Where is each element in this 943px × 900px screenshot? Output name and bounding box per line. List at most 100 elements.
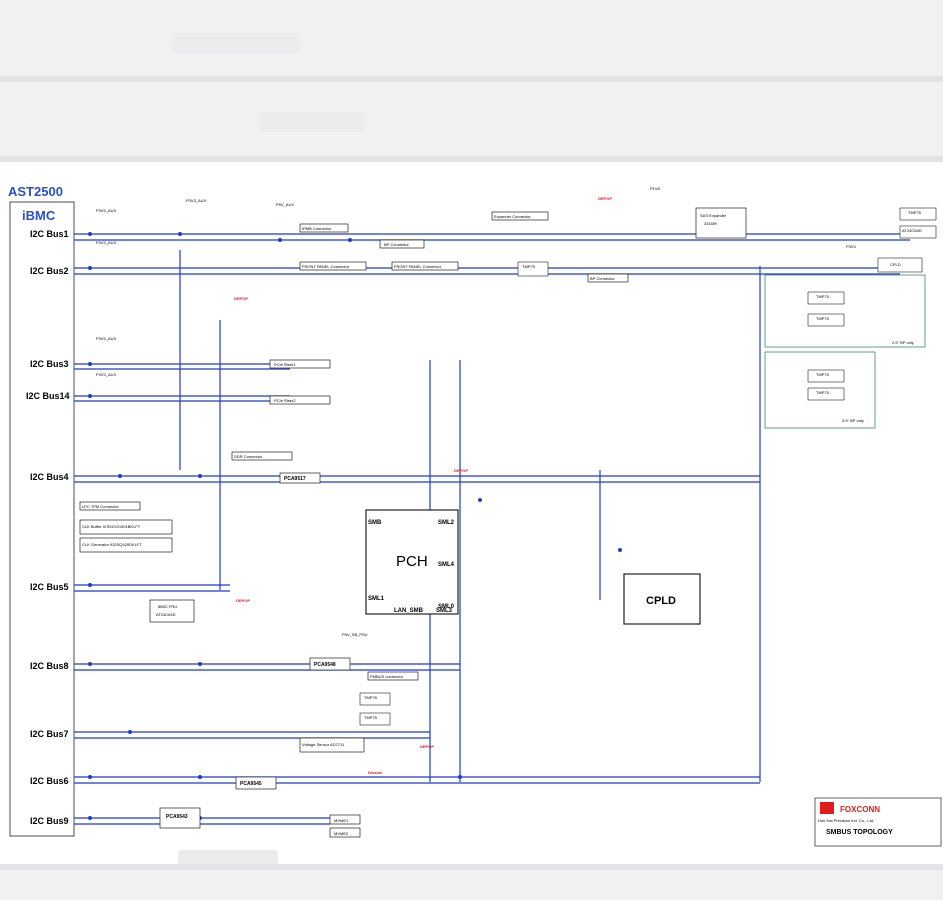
bp-connector-box-2 <box>587 273 629 283</box>
bus-label-3: I2C Bus3 <box>30 359 69 369</box>
bus-label-4: I2C Bus4 <box>30 472 69 482</box>
sas-expander-box <box>695 207 747 239</box>
bus-label-1: I2C Bus1 <box>30 229 69 239</box>
pch-port-lan-smb: LAN_SMB <box>394 608 424 614</box>
bmc-controller-label: iBMC <box>22 208 56 223</box>
depop-marker-4: DEPOP <box>236 598 250 603</box>
lpc-tpm-label: LPC TPM Connector <box>82 504 119 509</box>
tmp75-box-3 <box>807 291 845 305</box>
bp-35-label: 3.5" BP only <box>842 418 864 423</box>
bus-lines <box>74 233 910 825</box>
pca9517-box <box>279 472 321 484</box>
pch-port-sml4: SML4 <box>438 562 455 568</box>
clk-buffer-box <box>79 519 173 535</box>
pch-port-smb: SMB <box>368 520 382 526</box>
pmbus-connector-box <box>367 671 419 681</box>
pcie-riser2-label: PCIe Riser2 <box>274 398 296 403</box>
header-band-2 <box>0 82 943 156</box>
smbus-topology-diagram: AST2500 iBMC I2C Bus1 I2C Bus2 I2C Bus3 … <box>8 184 942 847</box>
foxconn-logo <box>820 802 834 814</box>
pch-port-sml1: SML1 <box>368 596 385 602</box>
rail-label-bus2: P3V3_AUX <box>96 240 117 245</box>
title-block <box>814 797 942 847</box>
junction-dots <box>88 232 622 820</box>
tmp75-box-2 <box>899 207 937 221</box>
bp-25-label: 2.5" BP only <box>892 340 914 345</box>
mvme2-box <box>329 827 361 838</box>
pch-port-sml3: SML3 <box>436 608 453 614</box>
header-placeholder-2 <box>260 112 364 132</box>
pcie-riser1-box <box>269 359 331 369</box>
pch-port-sml0: SML0 <box>438 604 455 610</box>
rail-label-bus3: P3V3_AUX <box>96 336 117 341</box>
company-subtitle: Hon Hai Precision Ind. Co., Ltd. <box>818 818 874 823</box>
ibmc-fru-box <box>149 599 195 623</box>
ibmc-fru-part: AT24C64D <box>156 612 176 617</box>
voltage-sensor-box <box>299 737 365 753</box>
lpc-tpm-box <box>79 501 141 511</box>
ddr-connector-box <box>231 451 293 461</box>
ibmc-fru-label: iBMC FRU <box>158 604 177 609</box>
mvme1-label: MVME1 <box>334 818 349 823</box>
company-logo-text: FOXCONN <box>840 805 880 814</box>
rail-label-bus1-b: P3V3_AUX <box>186 198 207 203</box>
clk-generator-label: CLK Generator 932SQ420DKLFT <box>82 542 142 547</box>
tmp75-label-1: TMP75 <box>522 264 536 269</box>
tmp75-box-7 <box>359 692 391 706</box>
pca9545-box <box>235 776 277 790</box>
pmbus-connector-label: PMBUS connector <box>370 674 404 679</box>
cpld-chip <box>623 573 701 625</box>
at24c08d-label: AT24C08D <box>902 228 922 233</box>
mvme2-label: MVME2 <box>334 831 349 836</box>
tmp75-label-6: TMP75 <box>816 390 830 395</box>
pca9545-label: PCA9545 <box>240 781 262 787</box>
pca9543-label: PCA9543 <box>166 814 188 820</box>
clk-buffer-label: CLK Buffer ICS9ZX21901BKLFT <box>82 524 141 529</box>
separator-2 <box>0 156 943 162</box>
depop-marker-1: DEPOP <box>234 296 248 301</box>
cpld-label: CPLD <box>646 595 676 607</box>
separator-3 <box>0 864 943 870</box>
at24c08d-box <box>899 225 937 239</box>
depop-marker-5: DEPOP <box>420 744 434 749</box>
document-title: SMBUS TOPOLOGY <box>826 829 893 836</box>
clk-generator-box <box>79 537 173 553</box>
bus-label-2: I2C Bus2 <box>30 266 69 276</box>
expander-connector-label: Expander Connector <box>494 214 531 219</box>
depop-marker-2: DEPOP <box>598 196 612 201</box>
tmp75-label-8: TMP75 <box>364 715 378 720</box>
pch-label: PCH <box>396 553 428 570</box>
cpld-small-label: CPLD <box>890 262 901 267</box>
bp-35-group <box>764 351 876 429</box>
tmp75-label-4: TMP75 <box>816 316 830 321</box>
ipmb-connector-label: IPMB Connector <box>302 226 332 231</box>
pch-port-sml2: SML2 <box>438 520 455 526</box>
tmp75-box-5 <box>807 369 845 383</box>
disable-marker: Disable <box>368 770 383 775</box>
pca9548-label: PCA9548 <box>314 662 336 668</box>
separator-1 <box>0 76 943 82</box>
rail-label-p1v8: P1V8 <box>650 186 661 191</box>
sas-expander-id: 3316IR <box>704 221 717 226</box>
ddr-connector-label: DDR Connector <box>234 454 263 459</box>
rail-label-bus1-c: P5V_AUX <box>276 202 294 207</box>
tmp75-label-3: TMP75 <box>816 294 830 299</box>
pca9543-box <box>159 807 201 829</box>
sas-expander-label: SAS Expander <box>700 213 727 218</box>
front-panel-box-2 <box>391 261 459 271</box>
rail-label-bus14: P3V3_AUX <box>96 372 117 377</box>
bp-25-group <box>764 274 926 348</box>
depop-marker-3: DEPOP <box>454 468 468 473</box>
tmp75-box-1 <box>517 261 549 277</box>
mvme1-box <box>329 814 361 825</box>
tmp75-label-2: TMP75 <box>908 210 922 215</box>
bmc-box <box>9 201 75 837</box>
bp-connector-label: BP Connector <box>384 242 409 247</box>
pch-chip <box>365 509 459 615</box>
tmp75-box-8 <box>359 712 391 726</box>
bus-label-8: I2C Bus8 <box>30 661 69 671</box>
pcie-riser2-box <box>269 395 331 405</box>
tmp75-label-5: TMP75 <box>816 372 830 377</box>
header-placeholder-1 <box>172 33 300 53</box>
tmp75-box-4 <box>807 313 845 327</box>
